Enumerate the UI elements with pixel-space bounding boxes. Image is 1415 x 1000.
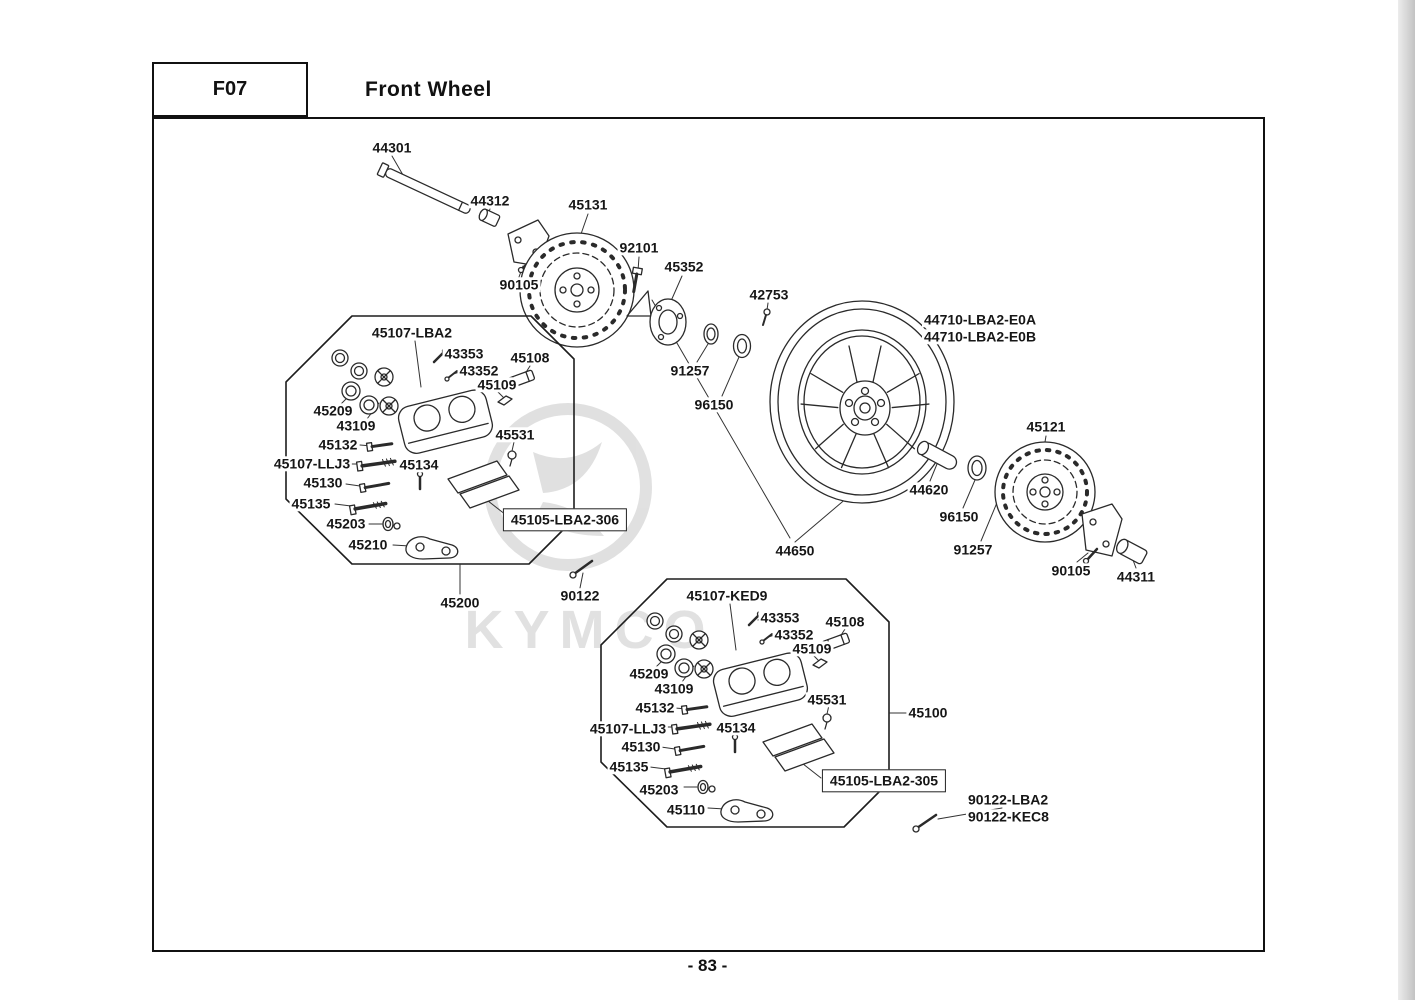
bolt-45132 [365,441,394,452]
part-label-43352: 43352 [772,626,816,643]
section-code: F07 [212,78,248,100]
part-label-44301: 44301 [370,139,414,156]
pad-pin [507,450,517,467]
part-screw-90122-left [569,559,594,579]
scan-edge-strip [1398,0,1415,1000]
part-label-45131: 45131 [566,196,610,213]
part-spacer-44311 [1115,538,1148,565]
part-screw-90122-right [912,813,938,833]
part-label-45105-lba2-306: 45105-LBA2-306 [502,508,628,532]
part-label-45134: 45134 [714,719,758,736]
part-label-45203: 45203 [637,781,681,798]
part-label-45130: 45130 [301,474,345,491]
part-label-45121: 45121 [1024,418,1068,435]
part-label-90122-kec8: 90122-KEC8 [966,808,1051,825]
part-front-axle-44301 [376,162,471,214]
page-number: - 83 - [687,956,728,975]
part-screw-42753 [762,308,771,326]
part-bracket-90105-right [1081,503,1123,565]
part-label-45203: 45203 [324,515,368,532]
part-label-44620: 44620 [907,481,951,498]
part-label-45531: 45531 [805,691,849,708]
part-sensor-rotor-45352 [649,298,687,346]
part-label-91257: 91257 [951,541,995,558]
part-label-45352: 45352 [662,258,706,275]
part-label-43353: 43353 [758,609,802,626]
part-label-96150: 96150 [692,396,736,413]
part-label-45134: 45134 [397,456,441,473]
part-label-45130: 45130 [619,738,663,755]
bolt-llj3 [355,457,397,472]
part-bearing-96150-right [967,455,987,481]
part-label-45210: 45210 [346,536,390,553]
part-label-45132: 45132 [633,699,677,716]
part-label-45108: 45108 [823,613,867,630]
section-code-box: F07 [152,62,308,117]
part-label-44710-lba2-e0b: 44710-LBA2-E0B [922,328,1039,345]
pad-clip [497,395,513,406]
part-label-44312: 44312 [468,192,512,209]
part-label-45135: 45135 [289,495,333,512]
part-front-wheel-44710 [769,300,955,504]
part-label-45107-ked9: 45107-KED9 [684,587,770,604]
part-label-45110: 45110 [664,801,708,818]
part-label-44311: 44311 [1114,568,1158,585]
caliper-body [397,389,494,454]
part-label-45100: 45100 [906,704,950,721]
part-spacer-44620 [916,440,958,470]
part-label-91257: 91257 [668,362,712,379]
wheel-spokes [800,345,930,469]
part-label-43109: 43109 [652,680,696,697]
part-label-90122-lba2: 90122-LBA2 [966,791,1051,808]
part-label-45107-lba2: 45107-LBA2 [369,324,455,341]
caliper-seals-pistons [331,349,399,416]
part-bolt-92101 [626,266,652,317]
part-brake-disc-45131 [519,232,635,348]
part-label-43352: 43352 [457,362,501,379]
part-label-45108: 45108 [508,349,552,366]
part-label-92101: 92101 [617,239,661,256]
part-label-45107-llj3: 45107-LLJ3 [271,455,353,472]
bolt-45130 [358,481,391,494]
part-label-45107-llj3: 45107-LLJ3 [587,720,669,737]
part-label-45209: 45209 [311,402,355,419]
part-label-43353: 43353 [442,345,486,362]
part-label-44650: 44650 [773,542,817,559]
small-screw [444,370,458,382]
part-bearing-96150-left [732,333,752,359]
part-oil-seal-91257-left [703,323,719,345]
mount-bracket [405,536,459,560]
part-brake-disc-45121 [994,441,1096,543]
part-label-45531: 45531 [493,426,537,443]
part-label-45109: 45109 [790,640,834,657]
part-label-45132: 45132 [316,436,360,453]
part-label-42753: 42753 [747,286,791,303]
part-label-45135: 45135 [607,758,651,775]
part-label-90122: 90122 [558,587,602,604]
washer-45203 [382,516,401,532]
drawing-frame [152,117,1265,952]
part-label-90105: 90105 [497,276,541,293]
brake-pads [447,460,520,509]
part-label-90105: 90105 [1049,562,1093,579]
caliper-assembly-left [285,315,575,565]
part-label-45109: 45109 [475,376,519,393]
part-label-43109: 43109 [334,417,378,434]
part-label-45200: 45200 [438,594,482,611]
bolt-45135 [348,500,388,516]
part-label-96150: 96150 [937,508,981,525]
part-label-45209: 45209 [627,665,671,682]
page-title: Front Wheel [365,77,492,101]
part-spacer-44312 [478,208,501,227]
part-label-44710-lba2-e0a: 44710-LBA2-E0A [922,311,1039,328]
part-label-45105-lba2-305: 45105-LBA2-305 [821,769,947,793]
